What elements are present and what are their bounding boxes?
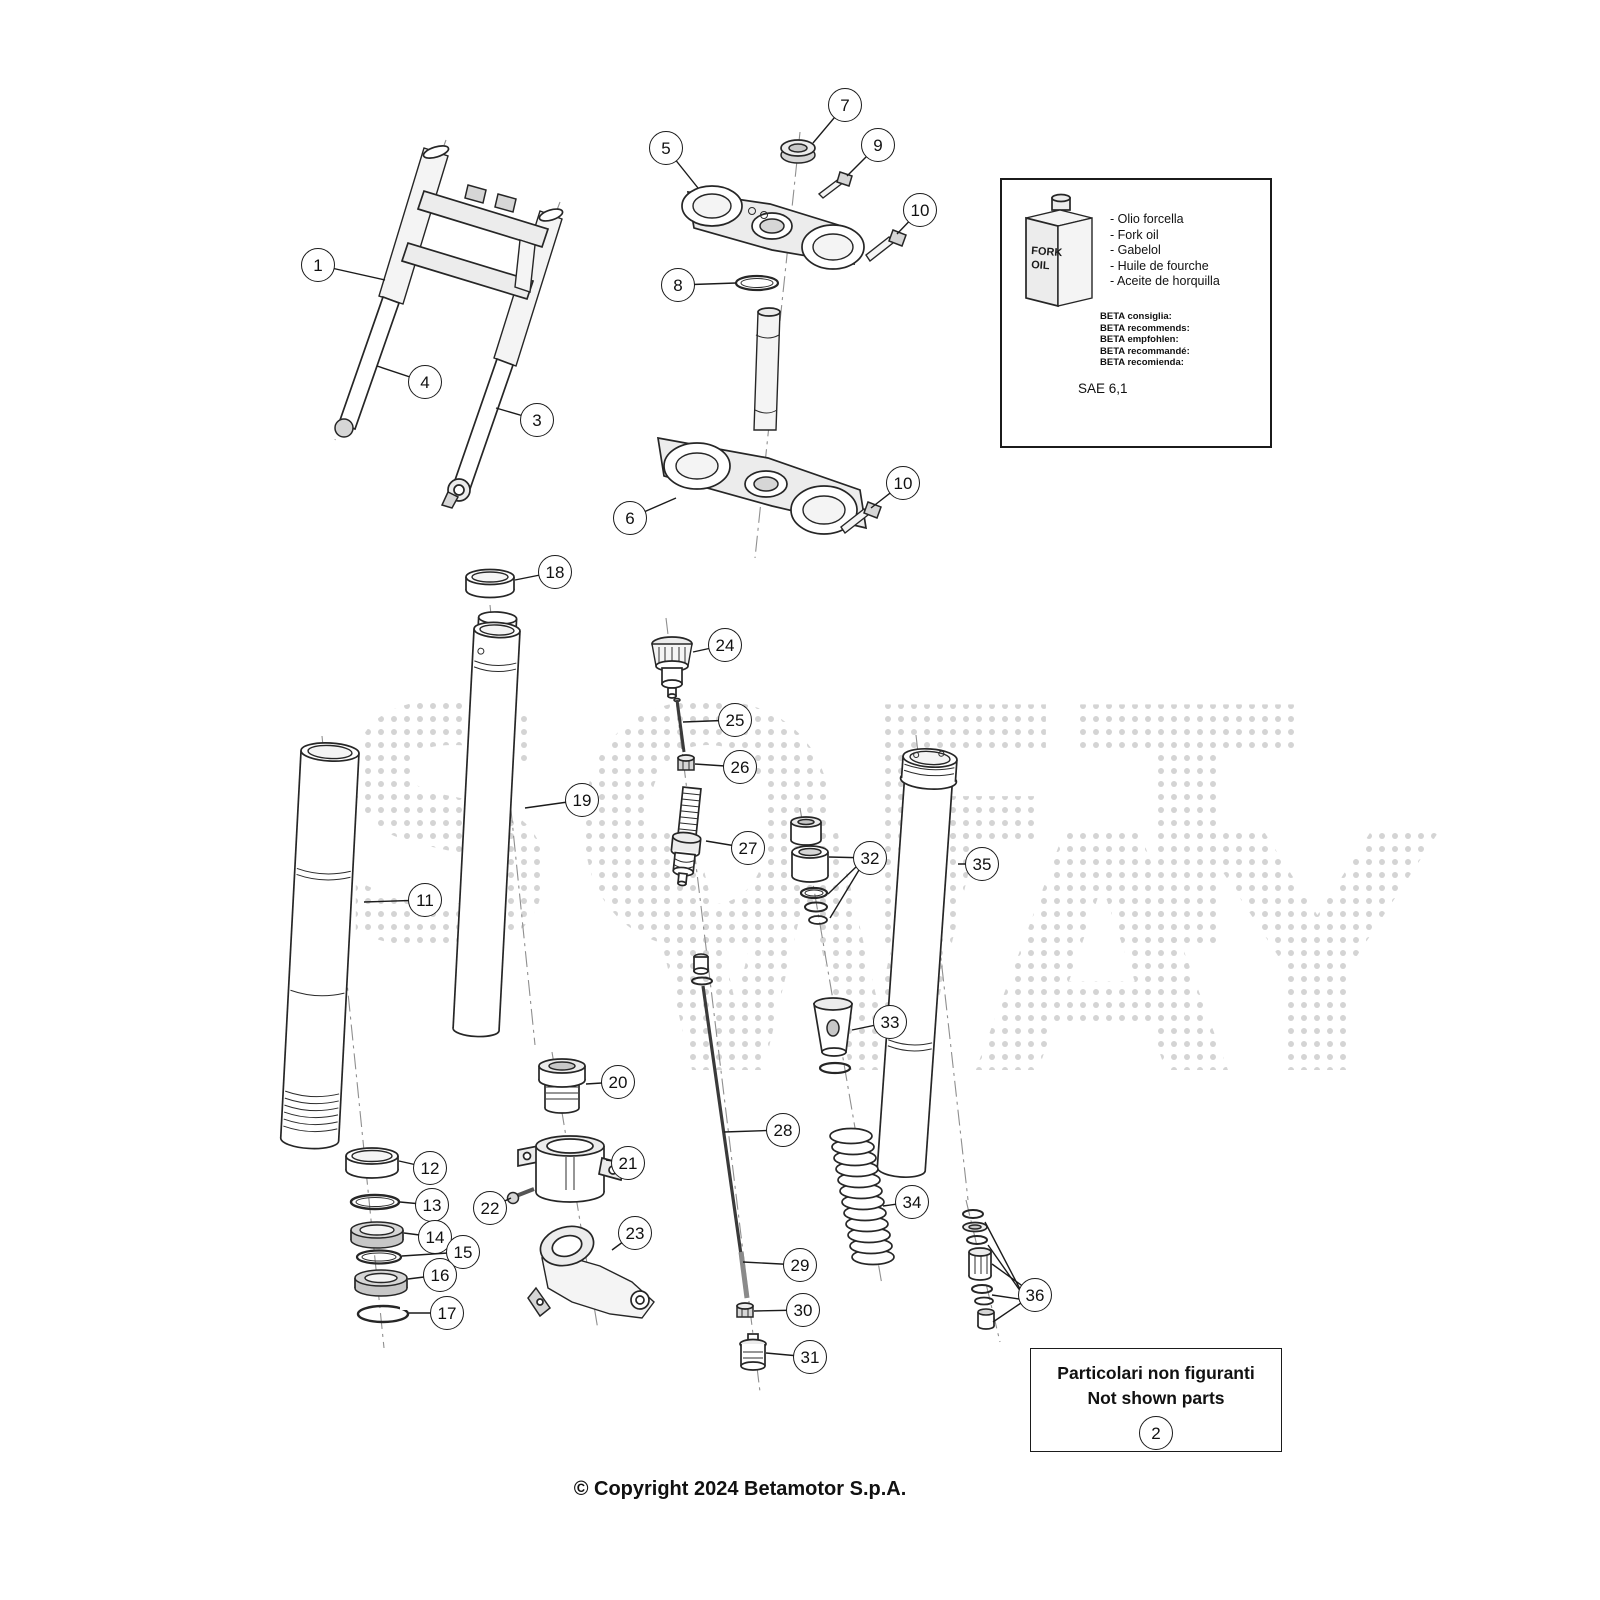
callout-9: 9 bbox=[861, 128, 895, 162]
copyright-text: © Copyright 2024 Betamotor S.p.A. bbox=[573, 1478, 907, 1500]
part-7-steering-cap-nut bbox=[780, 139, 816, 164]
callout-5: 5 bbox=[649, 131, 683, 165]
part-18-bushing-ring bbox=[465, 568, 515, 599]
callout-17: 17 bbox=[430, 1296, 464, 1330]
parts-artwork: FORK OIL bbox=[279, 139, 1093, 1371]
part-10-bolt-lower bbox=[840, 501, 882, 535]
part-32-valve-stack bbox=[790, 816, 829, 925]
callout-10: 10 bbox=[886, 466, 920, 500]
callout-8: 8 bbox=[661, 268, 695, 302]
part-25-needle-rod bbox=[673, 697, 686, 753]
fork-oil-bottle: FORK OIL bbox=[1025, 193, 1093, 308]
callout-12: 12 bbox=[413, 1151, 447, 1185]
oil-grade: SAE 6,1 bbox=[1078, 381, 1128, 396]
watermark-line2: WAY bbox=[625, 764, 1440, 1148]
part-11-outer-tube bbox=[279, 742, 360, 1150]
oil-name-en: - Fork oil bbox=[1110, 227, 1159, 242]
callout-19: 19 bbox=[565, 783, 599, 817]
callout-21: 21 bbox=[611, 1146, 645, 1180]
callout-16: 16 bbox=[423, 1258, 457, 1292]
callout-30: 30 bbox=[786, 1293, 820, 1327]
part-13-washer bbox=[349, 1193, 401, 1211]
callout-11: 11 bbox=[408, 883, 442, 917]
oil-rec-de: BETA empfohlen: bbox=[1100, 334, 1179, 345]
part-20-seal-holder bbox=[538, 1058, 586, 1114]
oil-name-es: - Aceite de horquilla bbox=[1110, 274, 1220, 288]
part-23-axle-bracket bbox=[527, 1225, 655, 1319]
callout-29: 29 bbox=[783, 1248, 817, 1282]
part-5-upper-triple-clamp bbox=[681, 185, 865, 270]
part-29-rod-end bbox=[738, 1251, 750, 1299]
not-shown-line-it: Particolari non figuranti bbox=[1057, 1363, 1255, 1383]
oil-name-list: - Olio forcella - Fork oil - Gabelol - H… bbox=[1110, 212, 1220, 290]
part-19-inner-tube bbox=[452, 611, 521, 1038]
callout-3: 3 bbox=[520, 403, 554, 437]
callout-36: 36 bbox=[1018, 1278, 1052, 1312]
part-22-clamp-bolt bbox=[506, 1187, 535, 1205]
oil-name-it: - Olio forcella bbox=[1110, 212, 1184, 226]
part-31-bottom-fitting bbox=[739, 1333, 767, 1371]
not-shown-line-en: Not shown parts bbox=[1087, 1388, 1225, 1408]
callout-34: 34 bbox=[895, 1185, 929, 1219]
callout-23: 23 bbox=[618, 1216, 652, 1250]
part-27-rebound-adjuster bbox=[670, 786, 702, 887]
oil-rec-en: BETA recommends: bbox=[1100, 322, 1190, 334]
part-12-bushing bbox=[345, 1147, 399, 1179]
part-6-lower-triple-clamp bbox=[656, 307, 868, 535]
part-16-oil-seal bbox=[354, 1269, 408, 1297]
part-10-bolt-upper bbox=[865, 229, 907, 263]
part-14-dust-seal bbox=[350, 1221, 404, 1249]
callout-1: 1 bbox=[301, 248, 335, 282]
callout-26: 26 bbox=[723, 750, 757, 784]
not-shown-parts-box: Particolari non figuranti Not shown part… bbox=[1030, 1348, 1282, 1452]
part-30-lock-nut bbox=[736, 1302, 754, 1318]
callout-28: 28 bbox=[766, 1113, 800, 1147]
fork-oil-info-box: - Olio forcella - Fork oil - Gabelol - H… bbox=[1000, 178, 1272, 448]
oil-rec-es: BETA recomienda: bbox=[1100, 357, 1184, 368]
callout-13: 13 bbox=[415, 1188, 449, 1222]
part-15-stop-ring bbox=[355, 1249, 403, 1265]
part-28-cartridge-rod bbox=[691, 953, 750, 1299]
callout-25: 25 bbox=[718, 703, 752, 737]
oil-rec-fr: BETA recommandé: bbox=[1100, 345, 1190, 357]
part-17-circlip bbox=[356, 1304, 410, 1324]
part-1-fork-assembly bbox=[334, 145, 564, 509]
part-33-cone-valve bbox=[812, 997, 853, 1075]
part-34-spring bbox=[829, 1127, 895, 1266]
callout-22: 22 bbox=[473, 1191, 507, 1225]
callout-4: 4 bbox=[408, 365, 442, 399]
bottle-label-line1: FORK bbox=[1031, 245, 1063, 259]
part-26-nut bbox=[677, 754, 695, 771]
callout-2: 2 bbox=[1139, 1416, 1173, 1450]
bottle-label-line2: OIL bbox=[1031, 259, 1050, 272]
oil-name-fr: - Huile de fourche bbox=[1110, 258, 1209, 273]
callout-18: 18 bbox=[538, 555, 572, 589]
callout-35: 35 bbox=[965, 847, 999, 881]
callout-6: 6 bbox=[613, 501, 647, 535]
oil-recommend-list: BETA consiglia: BETA recommends: BETA em… bbox=[1100, 311, 1190, 369]
callout-31: 31 bbox=[793, 1340, 827, 1374]
oil-name-de: - Gabelol bbox=[1110, 243, 1161, 257]
callout-20: 20 bbox=[601, 1065, 635, 1099]
callout-10: 10 bbox=[903, 193, 937, 227]
part-35-cartridge-tube bbox=[876, 747, 958, 1179]
oil-rec-it: BETA consiglia: bbox=[1100, 311, 1172, 322]
part-36-valve-stack bbox=[962, 1209, 995, 1330]
callout-7: 7 bbox=[828, 88, 862, 122]
callout-32: 32 bbox=[853, 841, 887, 875]
callout-33: 33 bbox=[873, 1005, 907, 1039]
callout-24: 24 bbox=[708, 628, 742, 662]
part-24-fork-cap bbox=[651, 636, 693, 699]
callout-27: 27 bbox=[731, 831, 765, 865]
